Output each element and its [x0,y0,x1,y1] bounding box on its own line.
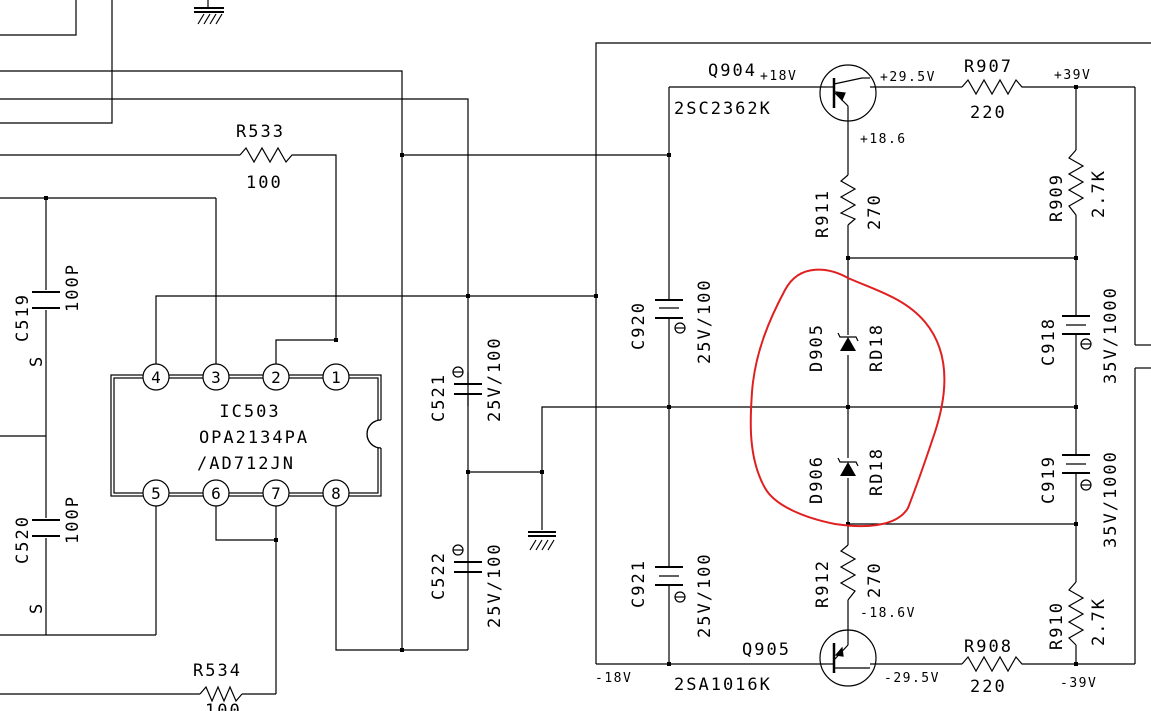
r908-ref: R908 [964,637,1013,657]
r533-symbol [239,146,298,164]
c921-ref: C921 [629,559,649,608]
r907-ref: R907 [964,57,1013,77]
c521-ref: C521 [429,373,449,422]
d905-ref: D905 [807,323,827,372]
c918-value: 35V/1000 [1101,286,1121,384]
ground-symbol-top [194,7,224,25]
d905-symbol [837,332,859,351]
c522-ref: C522 [429,551,449,600]
rail-plus-39v: +39V [1054,68,1091,83]
ic503-pin-5: 5 [151,484,161,503]
r912-value: 270 [865,561,885,598]
rail-minus-39v: -39V [1060,676,1097,691]
ic503-ref: IC503 [219,402,280,422]
q905-symbol [819,629,877,687]
ic503-pin-6: 6 [211,484,221,503]
d905-value: RD18 [867,323,887,372]
c919-value: 35V/1000 [1101,450,1121,548]
r909-ref: R909 [1047,173,1067,222]
c522-value: 25V/100 [485,542,505,628]
r908-symbol [961,655,1026,673]
ic503-pin-7: 7 [271,484,281,503]
d906-value: RD18 [867,447,887,496]
c919-ref: C919 [1039,455,1059,504]
q904-emitter-volt: +29.5V [880,70,936,85]
r911-symbol [839,174,857,226]
ground-symbol [528,531,556,551]
c918-symbol [1062,315,1092,350]
ic503-body [110,374,382,497]
q904-part: 2SC2362K [674,99,772,119]
c521-symbol [452,366,482,406]
c520-value: 100P [63,495,83,544]
ic503-pin-3: 3 [211,368,221,387]
c520-symbol [32,519,60,537]
ic503-pin-circles [142,363,350,507]
r907-symbol [961,78,1026,96]
c919-symbol [1062,454,1092,491]
c920-symbol [655,299,686,334]
q904-mid-volt: +18.6 [860,132,907,147]
q905-ref: Q905 [742,640,791,660]
q904-symbol [819,64,877,122]
q905-mid-volt: -18.6V [860,606,916,621]
c921-value: 25V/100 [695,552,715,638]
ic503-part-1: OPA2134PA [199,428,309,448]
q904-ref: Q904 [708,61,757,81]
c519-value: 100P [63,263,83,312]
d906-ref: D906 [807,455,827,504]
r912-symbol [839,544,857,601]
wires [0,0,1151,695]
c521-value: 25V/100 [485,336,505,422]
r533-ref: R533 [236,122,285,142]
r534-symbol [199,685,243,703]
r909-symbol [1067,149,1085,216]
c519-symbol [32,291,60,309]
r909-value: 2.7K [1089,169,1109,218]
red-annotation-circle [749,268,946,528]
q905-base-volt: -18V [595,671,632,686]
d906-symbol [837,457,859,476]
ic503-pin-1: 1 [331,368,341,387]
r907-value: 220 [970,103,1007,123]
ic503-part-2: /AD712JN [197,454,295,474]
r533-value: 100 [246,173,283,193]
r534-value: 100 [205,701,242,711]
c519-ref: C519 [13,293,33,342]
ic503-pin-2: 2 [271,368,281,387]
q905-part: 2SA1016K [674,675,772,695]
ic503-pin-8: 8 [331,484,341,503]
r910-value: 2.7K [1089,597,1109,646]
r908-value: 220 [970,677,1007,697]
ic503-pin-4: 4 [151,368,161,387]
c921-symbol [655,566,686,603]
c918-ref: C918 [1039,317,1059,366]
r911-value: 270 [865,193,885,230]
c520-ref: C520 [13,515,33,564]
c920-ref: C920 [629,301,649,350]
r911-ref: R911 [813,189,833,238]
c522-symbol [452,544,482,573]
c520-mark: S [27,602,47,614]
r534-ref: R534 [193,661,242,681]
c920-value: 25V/100 [695,278,715,364]
r912-ref: R912 [813,559,833,608]
junction-dots [44,85,1078,666]
c519-mark: S [27,355,47,367]
q904-base-volt: +18V [760,69,797,84]
r910-symbol [1067,581,1085,646]
q905-emitter-volt: -29.5V [884,671,940,686]
r910-ref: R910 [1047,601,1067,650]
